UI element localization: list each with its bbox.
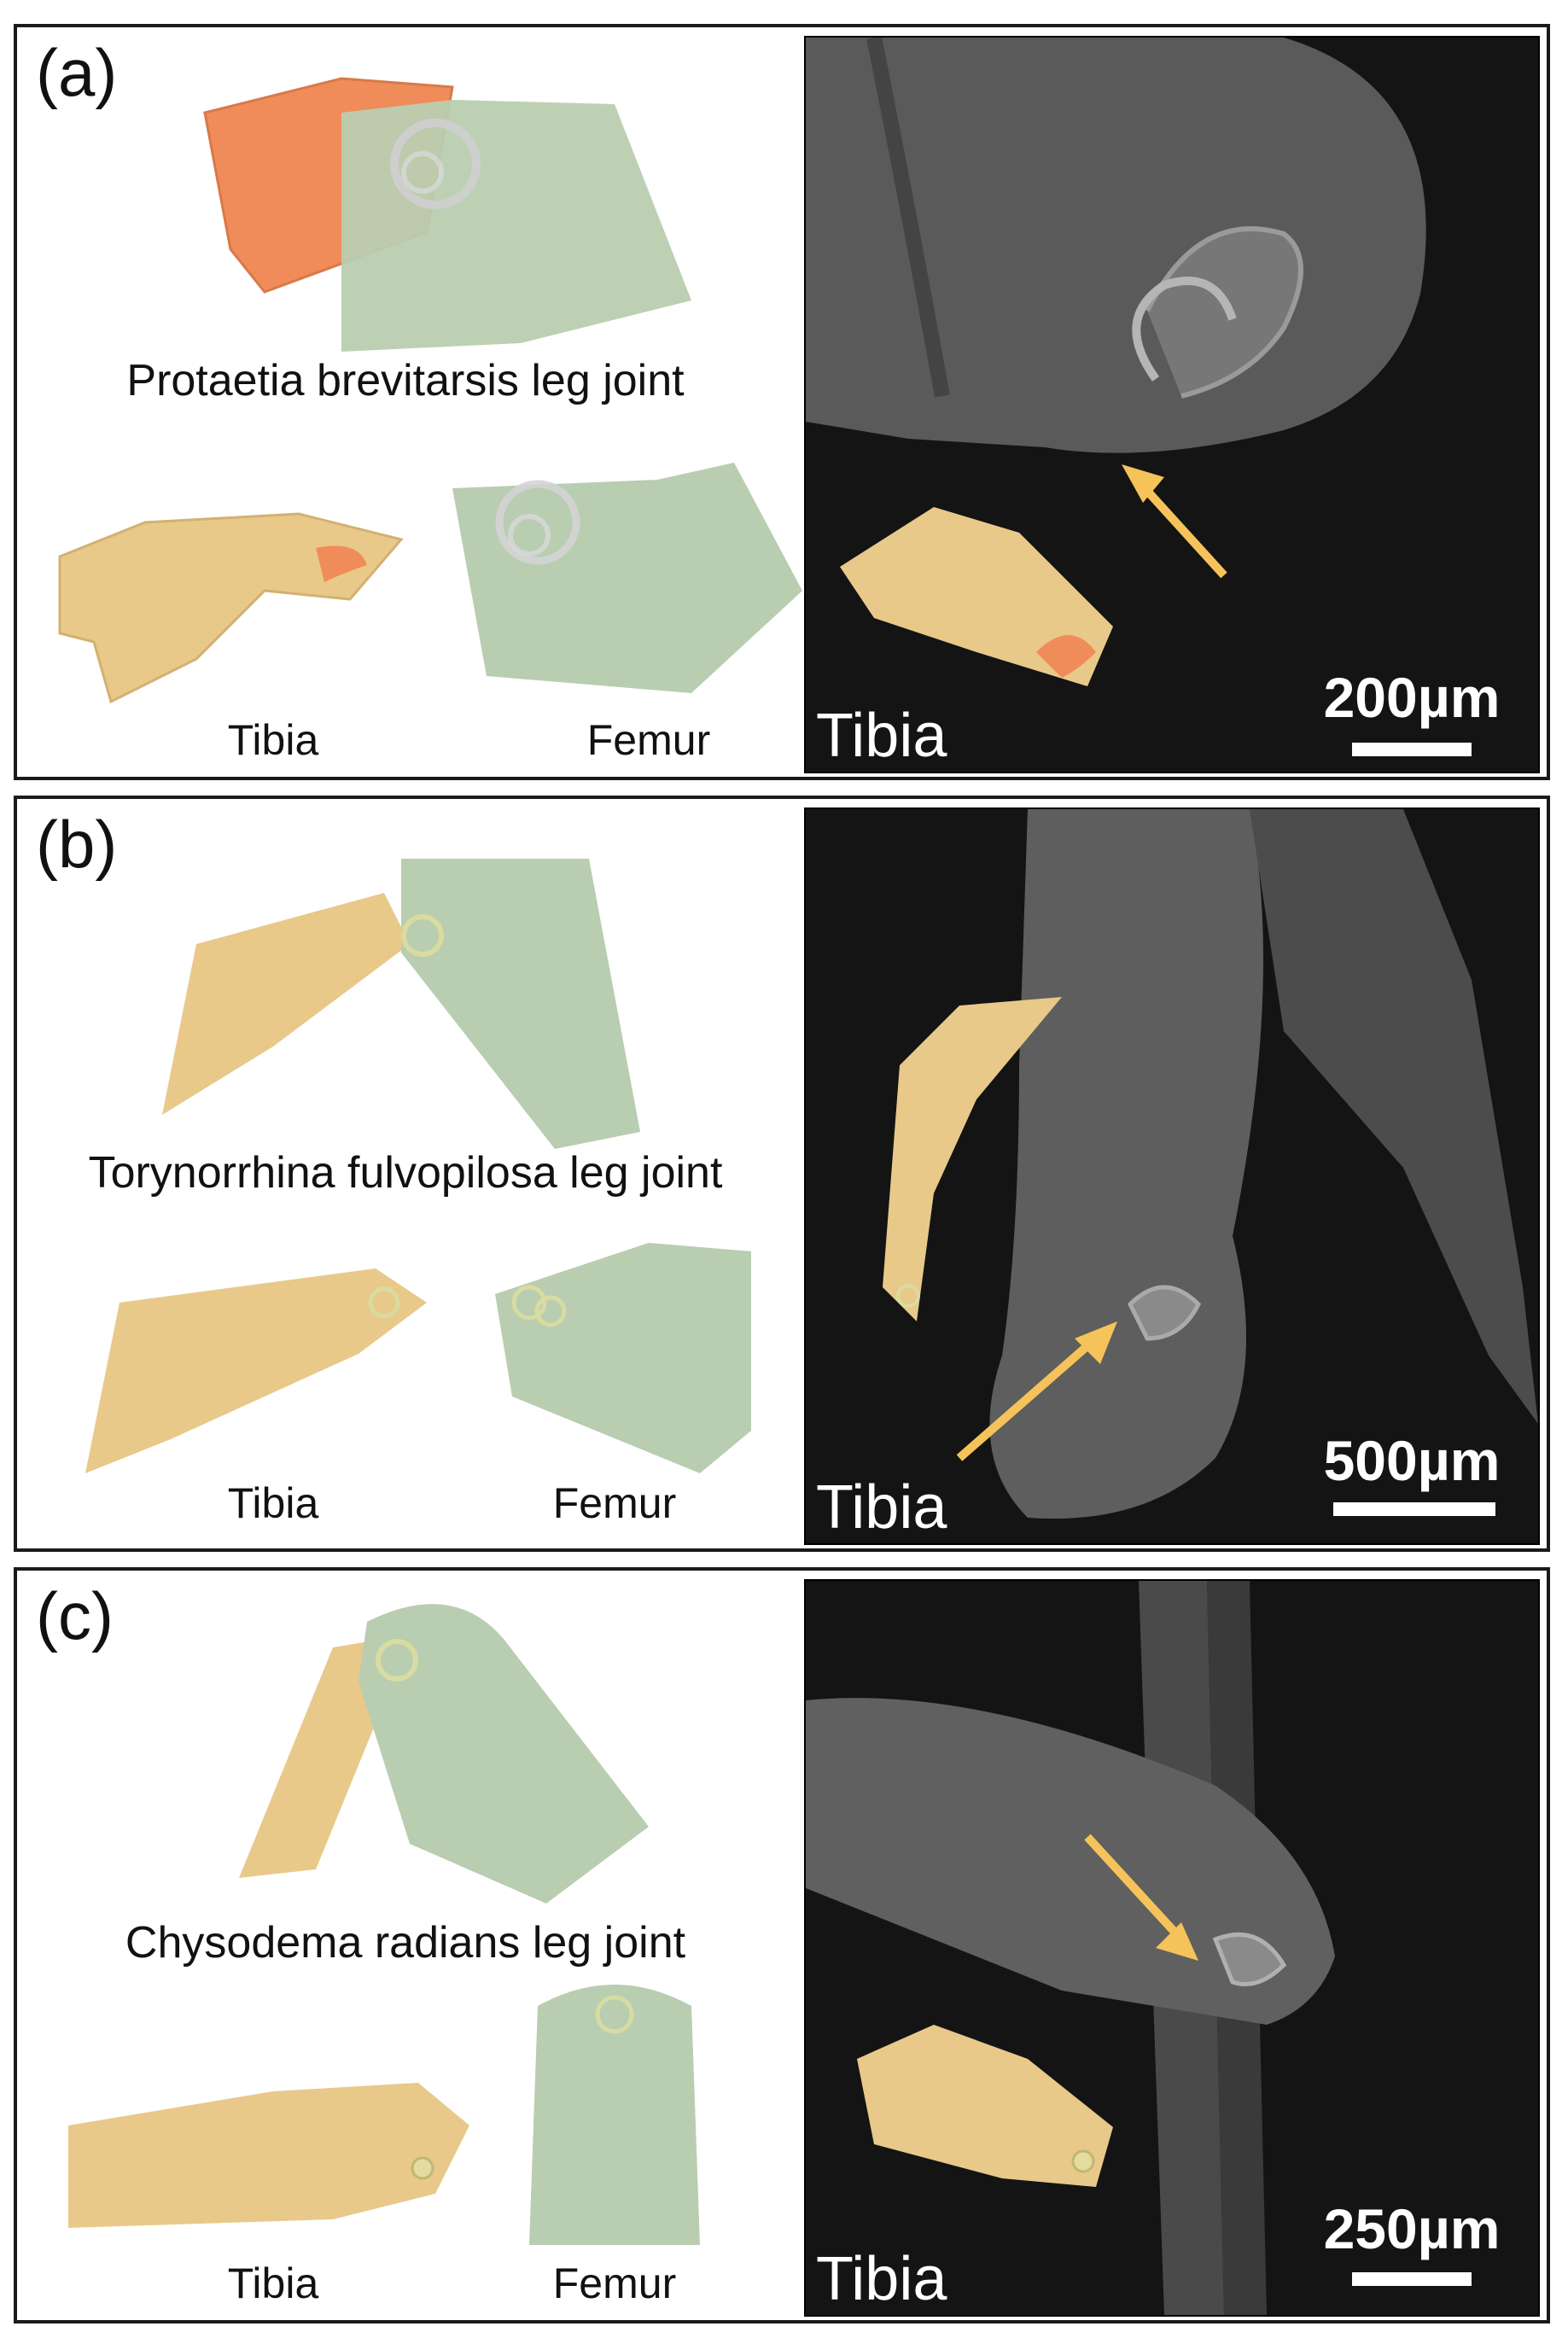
tibia-specimen-shape	[989, 809, 1263, 1519]
scale-bar-text: 500µm	[1323, 1429, 1501, 1492]
assembled-joint-model	[239, 1604, 649, 1904]
tibia-model-shape	[162, 893, 410, 1115]
tibia-model	[58, 512, 404, 704]
sem-tibia-label: Tibia	[816, 702, 947, 770]
joint-condyle-shape	[390, 119, 481, 209]
femur-model	[495, 1243, 751, 1473]
femur-model	[452, 463, 802, 693]
arrow-head	[1075, 1321, 1117, 1364]
tibia-specimen-shape	[806, 1698, 1335, 2025]
scale-bar	[1352, 743, 1472, 756]
joint-condyle-shape	[401, 914, 444, 957]
sem-tibia-label: Tibia	[816, 1473, 947, 1542]
tibia-model	[68, 2083, 469, 2228]
femur-model-shape	[358, 1604, 649, 1904]
joint-caption: Protaetia brevitarsis leg joint	[126, 356, 685, 405]
tibia-inset-shape	[840, 507, 1113, 686]
sem-micrograph: Tibia 500µm	[804, 808, 1540, 1545]
femur-label: Femur	[586, 716, 711, 764]
panel-b: (b) Torynorrhina fulvopilosa leg joint T…	[14, 796, 1550, 1552]
arrow-line	[1135, 478, 1227, 579]
tibia-model-shape	[239, 1639, 393, 1878]
tibia-inset-shape	[883, 997, 1062, 1321]
sem-micrograph: Tibia 250µm	[804, 1579, 1540, 2317]
femur-label: Femur	[552, 1479, 677, 1527]
femur-model-shape	[401, 859, 640, 1149]
joint-condyle-shape	[376, 1639, 418, 1682]
tibia-model	[85, 1268, 427, 1473]
assembled-joint-model	[162, 859, 640, 1149]
arrow-head	[1156, 1922, 1198, 1961]
panel-a: (a) Protaetia brevitarsis leg joint Tibi…	[14, 24, 1550, 780]
panel-label: (c)	[36, 1578, 114, 1653]
scale-bar-text: 200µm	[1323, 666, 1501, 729]
panel-label: (a)	[36, 35, 118, 110]
tibia-label: Tibia	[227, 2259, 319, 2307]
panel-c: (c) Chysodema radians leg joint Tibia Fe…	[14, 1567, 1550, 2323]
tibia-inset-shape	[857, 2025, 1113, 2187]
arrow-line	[1084, 1834, 1185, 1943]
panel-label: (b)	[36, 807, 118, 882]
scale-bar	[1352, 2272, 1472, 2286]
arrow-head	[1122, 464, 1164, 503]
femur-model-shape	[341, 100, 691, 352]
scale-bar	[1333, 1502, 1495, 1516]
scale-bar-text: 250µm	[1323, 2197, 1501, 2260]
tibia-label: Tibia	[227, 716, 319, 764]
joint-caption: Torynorrhina fulvopilosa leg joint	[88, 1148, 723, 1198]
arrow-line	[956, 1335, 1099, 1461]
sem-micrograph: Tibia 200µm	[804, 36, 1540, 773]
sem-tibia-label: Tibia	[816, 2245, 947, 2313]
femur-model	[529, 1985, 700, 2245]
tibia-specimen-shape	[806, 38, 1426, 453]
femur-label: Femur	[552, 2259, 677, 2307]
joint-caption: Chysodema radians leg joint	[125, 1918, 686, 1968]
assembled-joint-model	[203, 77, 691, 352]
tibia-label: Tibia	[227, 1479, 319, 1527]
